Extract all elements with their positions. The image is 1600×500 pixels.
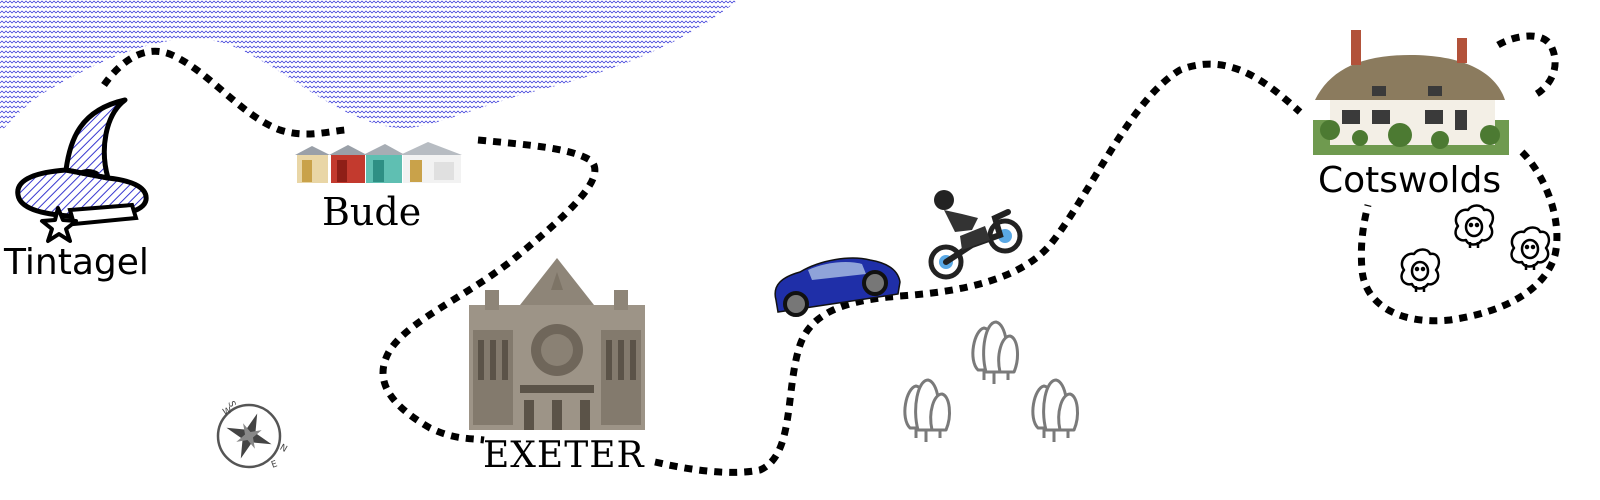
location-label-cotswolds: Cotswolds [1318,160,1502,201]
compass-rose-icon: W N E S [216,400,289,471]
beach-huts-icon [295,142,462,183]
sheep-icon [1400,204,1551,292]
svg-text:W: W [222,406,234,418]
svg-text:E: E [270,459,279,470]
wizard-hat-icon [15,97,149,243]
motorbike-icon [928,190,1023,280]
thatched-cottage-icon [1313,30,1509,155]
location-label-exeter: EXETER [483,435,645,476]
car-icon [774,257,901,317]
cathedral-icon [469,258,645,430]
route-path [101,32,1561,476]
svg-text:N: N [278,443,289,455]
location-label-bude: Bude [322,190,422,234]
sea-pattern [0,0,738,132]
location-label-tintagel: Tintagel [4,242,149,283]
svg-text:S: S [225,400,236,409]
forest-trees-icon [903,320,1079,442]
